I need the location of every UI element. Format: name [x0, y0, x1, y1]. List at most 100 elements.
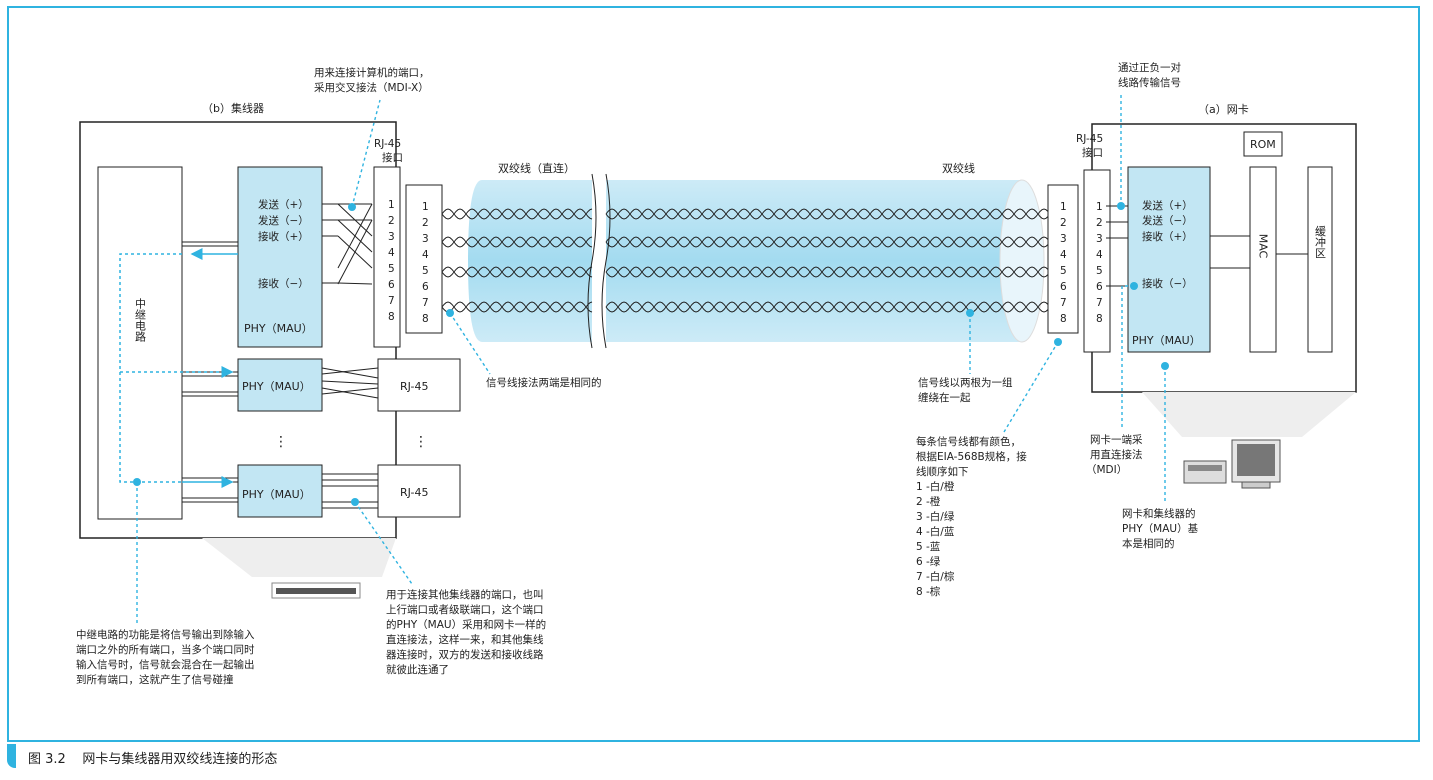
nic-rj45-port: 接口	[1082, 146, 1103, 159]
nic-signal-3: 接收（+）	[1142, 230, 1193, 243]
hub-phy-2-label: PHY（MAU）	[242, 380, 311, 393]
plug-right-pins: 1 2 3 4 5 6 7 8	[1060, 201, 1067, 325]
svg-text:4: 4	[1060, 249, 1067, 261]
svg-text:中继电路的功能是将信号输出到除输入: 中继电路的功能是将信号输出到除输入	[76, 628, 255, 641]
svg-text:2: 2	[1060, 217, 1067, 229]
cable-break-line-1	[587, 173, 597, 349]
twisted-pair-1	[441, 208, 593, 220]
svg-text:1: 1	[388, 199, 395, 211]
svg-text:8: 8	[388, 311, 395, 323]
plug-left	[405, 184, 443, 334]
svg-text:1 -白/橙: 1 -白/橙	[916, 480, 955, 493]
svg-text:直连接法，这样一来，和其他集线: 直连接法，这样一来，和其他集线	[386, 633, 544, 646]
twisted-pair-3	[605, 266, 1049, 278]
svg-text:6: 6	[422, 281, 429, 293]
hub-rj45-2	[377, 358, 461, 412]
nic-signal-2: 发送（−）	[1142, 214, 1193, 227]
rom-label: ROM	[1250, 138, 1276, 151]
hub-rj45-body	[373, 166, 401, 348]
twisted-pair-1	[441, 208, 593, 220]
cable-label-right: 双绞线	[942, 161, 975, 175]
svg-text:器连接时，双方的发送和接收线路: 器连接时，双方的发送和接收线路	[386, 648, 544, 661]
nic-shadow	[1142, 392, 1356, 437]
note-uplink: 用于连接其他集线器的端口，也叫 上行端口或者级联端口，这个端口 的PHY（MAU…	[386, 588, 546, 676]
mac-box	[1249, 166, 1277, 353]
hub-pin-labels: 1 2 3 4 5 6 7 8	[388, 199, 395, 323]
hub-phy-main	[237, 166, 323, 348]
svg-text:5: 5	[388, 263, 395, 275]
plug-left-pins: 1 2 3 4 5 6 7 8	[422, 201, 429, 325]
figure-frame: （b）集线器 中继电路 发送（+） 发送（−） 接收（+） 接收（−） PHY（…	[7, 6, 1420, 742]
nic-internal-wires	[1210, 235, 1308, 269]
svg-text:1: 1	[422, 201, 429, 213]
svg-text:（MDI）: （MDI）	[1086, 464, 1127, 476]
svg-text:网卡和集线器的: 网卡和集线器的	[1122, 507, 1196, 520]
svg-text:3 -白/绿: 3 -白/绿	[916, 510, 955, 523]
svg-text:3: 3	[388, 231, 395, 243]
rom-box	[1243, 131, 1283, 157]
relay-path	[119, 253, 182, 483]
svg-text:4: 4	[422, 249, 429, 261]
nic-phy-label: PHY（MAU）	[1132, 334, 1201, 347]
hub-rj45-label: RJ-45	[374, 138, 401, 150]
cable-end-right	[999, 179, 1045, 343]
svg-text:4 -白/蓝: 4 -白/蓝	[916, 525, 955, 538]
svg-text:输入信号时，信号就会混合在一起输出: 输入信号时，信号就会混合在一起输出	[76, 658, 255, 671]
note-signal-pair: 通过正负一对 线路传输信号	[1118, 61, 1181, 89]
buffer-box	[1307, 166, 1333, 353]
svg-text:2: 2	[1096, 217, 1103, 229]
twisted-pair-4	[605, 301, 1049, 313]
svg-text:7 -白/棕: 7 -白/棕	[916, 570, 955, 583]
twisted-pair-4	[441, 301, 593, 313]
svg-text:网卡一端采: 网卡一端采	[1090, 433, 1143, 446]
svg-text:通过正负一对: 通过正负一对	[1118, 61, 1181, 74]
svg-text:到所有端口，这就产生了信号碰撞: 到所有端口，这就产生了信号碰撞	[76, 673, 234, 686]
svg-text:本是相同的: 本是相同的	[1122, 537, 1175, 550]
svg-text:1: 1	[1096, 201, 1103, 213]
cable-body	[468, 180, 1042, 342]
svg-text:2 -橙: 2 -橙	[916, 495, 941, 508]
svg-text:端口之外的所有端口，当多个端口同时: 端口之外的所有端口，当多个端口同时	[76, 643, 255, 656]
figure-caption: 图 3.2 网卡与集线器用双绞线连接的形态	[28, 748, 277, 767]
note-phy-same: 网卡和集线器的 PHY（MAU）基 本是相同的	[1122, 507, 1199, 550]
svg-text:5 -蓝: 5 -蓝	[916, 541, 941, 553]
svg-text:5: 5	[1060, 265, 1067, 277]
nic-rj45-label: RJ-45	[1076, 133, 1103, 145]
svg-text:6: 6	[1096, 281, 1103, 293]
svg-text:8: 8	[1060, 313, 1067, 325]
twisted-pairs	[441, 208, 1049, 313]
note-same-ends: 信号线接法两端是相同的	[486, 376, 602, 389]
hub-device-icon	[271, 582, 361, 599]
note-nic-mdi: 网卡一端采 用直连接法 （MDI）	[1086, 433, 1143, 476]
nic-signal-4: 接收（−）	[1142, 277, 1193, 290]
hub-dots-1: ⋮	[274, 434, 288, 450]
relay-circuit-box	[97, 166, 183, 520]
note-colors: 每条信号线都有颜色， 根据EIA-568B规格，接 线顺序如下 1 -白/橙 2…	[916, 435, 1027, 598]
hub-phy-uplink-label: PHY（MAU）	[242, 488, 311, 501]
relay-label: 中继电路	[134, 298, 147, 343]
svg-text:7: 7	[1060, 297, 1067, 309]
hub-phy-uplink-straight	[322, 473, 378, 509]
svg-text:线路传输信号: 线路传输信号	[1118, 76, 1181, 89]
plug-right	[1047, 184, 1079, 334]
svg-text:7: 7	[1096, 297, 1103, 309]
svg-text:每条信号线都有颜色，: 每条信号线都有颜色，	[916, 435, 1021, 448]
svg-text:8 -棕: 8 -棕	[916, 585, 941, 598]
svg-text:的PHY（MAU）采用和网卡一样的: 的PHY（MAU）采用和网卡一样的	[386, 618, 546, 631]
buffer-label: 缓冲区	[1314, 225, 1327, 258]
svg-text:就彼此连通了: 就彼此连通了	[386, 663, 449, 676]
svg-text:6: 6	[1060, 281, 1067, 293]
twisted-pair-2	[441, 236, 593, 248]
twisted-pair-2	[605, 236, 1049, 248]
svg-text:5: 5	[422, 265, 429, 277]
hub-rj45-uplink	[377, 464, 461, 518]
caption-title: 网卡与集线器用双绞线连接的形态	[82, 752, 278, 767]
svg-text:3: 3	[1060, 233, 1067, 245]
cable-label-left: 双绞线（直连）	[498, 161, 575, 175]
svg-text:用直连接法: 用直连接法	[1090, 448, 1143, 461]
note-mdix: 用来连接计算机的端口， 采用交叉接法（MDI-X）	[314, 66, 430, 94]
twisted-pair-3	[441, 266, 593, 278]
svg-text:6 -绿: 6 -绿	[916, 555, 941, 568]
twisted-pair-3	[605, 266, 1049, 278]
leader-lines	[136, 94, 1166, 624]
